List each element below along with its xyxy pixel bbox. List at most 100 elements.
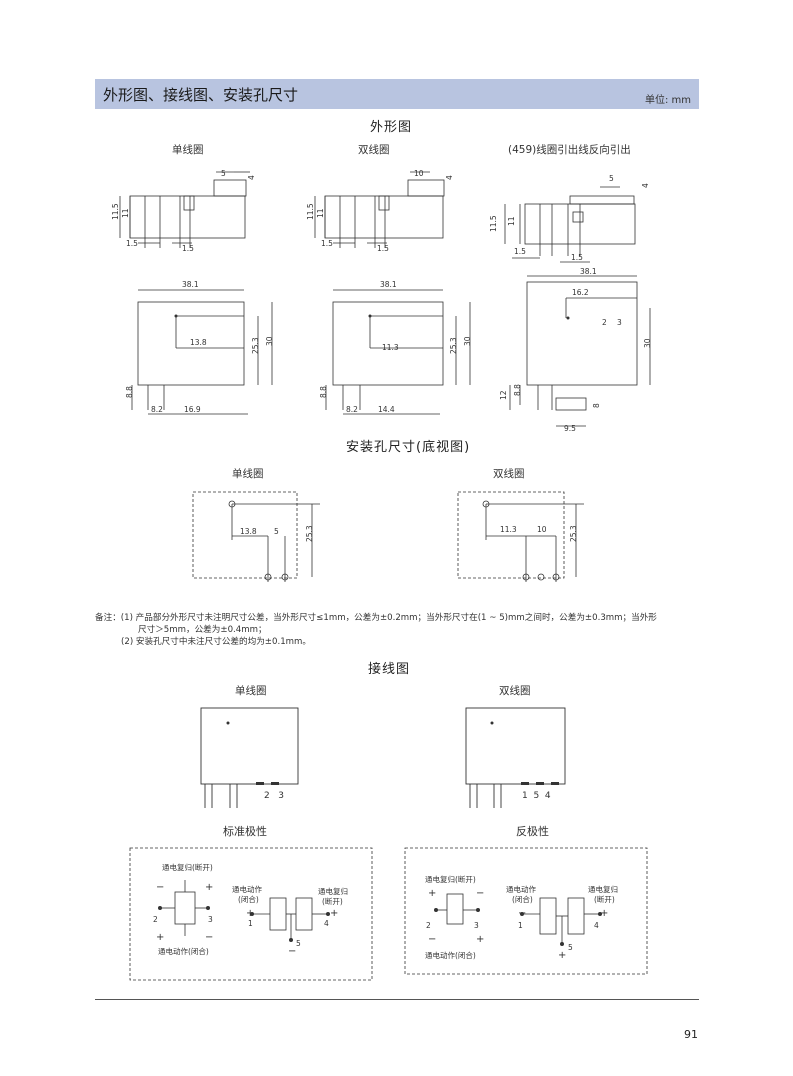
relay-double (465, 707, 566, 785)
header-title: 外形图、接线图、安装孔尺寸 (103, 86, 299, 104)
mount1-dim-h: 25.3 (305, 525, 314, 542)
front3-pin2: 2 (602, 318, 607, 327)
mount1-dim-a: 13.8 (240, 527, 257, 536)
rev-minus-bottom: − (428, 934, 436, 945)
rev-minus-act: − (518, 908, 526, 919)
rev-act2-label: (闭合) (512, 894, 533, 904)
rev-plus-5: + (558, 950, 566, 961)
outline-title: 外形图 (370, 120, 413, 135)
rev-pin4: 4 (594, 921, 599, 930)
std-rel-label: 通电复归 (318, 886, 348, 896)
side1-dim-h1: 11.5 (111, 203, 120, 220)
mount2-outline (457, 491, 565, 579)
wiring-col2-label: 双线圈 (499, 685, 531, 697)
front2-dim-h2: 30 (463, 336, 472, 346)
rev-act-label: 通电动作 (506, 884, 536, 894)
note-1b: 尺寸＞5mm，公差为±0.4mm； (138, 625, 267, 635)
side3-dim-b1: 1.5 (514, 247, 526, 256)
front2-dim-in: 11.3 (382, 343, 399, 352)
note-2: (2) 安装孔尺寸中未注尺寸公差的均为±0.1mm。 (121, 637, 312, 647)
side3-dim-b2: 1.5 (571, 253, 583, 262)
front1-dim-h1: 25.3 (251, 337, 260, 354)
mounting-title: 安装孔尺寸(底视图) (346, 440, 471, 455)
side-view-double (314, 171, 445, 248)
std-act2-label: (闭合) (238, 894, 259, 904)
relay-single-pins: 2 3 (264, 791, 284, 801)
side2-dim-b2: 1.5 (377, 244, 389, 253)
std-plus-top: + (205, 882, 213, 893)
std-plus-act: + (246, 908, 254, 919)
side2-dim-h1: 11.5 (306, 203, 315, 220)
std-pin3: 3 (208, 915, 213, 924)
rev-pin2: 2 (426, 921, 431, 930)
front-view-single (131, 289, 273, 415)
front-view-reverse (509, 275, 651, 427)
side3-dim-h2: 11 (507, 216, 516, 226)
side1-dim-top: 5 (221, 169, 226, 178)
std-pin2: 2 (153, 915, 158, 924)
rev-pin3: 3 (474, 921, 479, 930)
std-minus-top: − (156, 882, 164, 893)
rev-rel-label: 通电复归 (588, 884, 618, 894)
front3-dim-h: 30 (643, 338, 652, 348)
standard-box (129, 847, 373, 981)
relay-double-pins: 1 5 4 (522, 791, 551, 801)
outline-col2-label: 双线圈 (358, 144, 390, 156)
front3-dim-pin2: 8.8 (513, 384, 522, 396)
side3-dim-top2: 4 (641, 183, 650, 188)
std-plus-rel: + (330, 908, 338, 919)
front2-dim-b1: 8.2 (346, 405, 358, 414)
rev-pin5: 5 (568, 943, 573, 952)
front3-pin3: 3 (617, 318, 622, 327)
front3-dim-w: 38.1 (580, 267, 597, 276)
side2-dim-top: 10 (414, 169, 424, 178)
side-view-reverse (504, 186, 636, 263)
mount1-outline (192, 491, 298, 579)
outline-drawings: 5 4 11.5 11 1.5 1.5 10 4 11.5 11 1.5 1.5… (111, 169, 652, 433)
side1-dim-b1: 1.5 (126, 239, 138, 248)
std-top-label: 通电复归(断开) (162, 862, 213, 872)
mounting-drawings: 13.8 5 25.3 11.3 10 25.3 (192, 491, 584, 582)
wiring-title: 接线图 (368, 662, 411, 677)
front2-dim-pin: 8.8 (319, 386, 328, 398)
rev-plus-rel: + (600, 908, 608, 919)
outline-col1-label: 单线圈 (172, 144, 204, 156)
mount2-dim-b: 10 (537, 525, 547, 534)
reverse-box (404, 847, 648, 975)
page-number: 91 (684, 1028, 698, 1041)
std-rel2-label: (断开) (322, 896, 343, 906)
rev-pin1: 1 (518, 921, 523, 930)
polarity-standard-label: 标准极性 (223, 825, 267, 838)
footer-rule (95, 999, 699, 1000)
front1-dim-w: 38.1 (182, 280, 199, 289)
side-view-single (119, 171, 250, 248)
mounting-col1-label: 单线圈 (232, 468, 264, 480)
side1-dim-h2: 11 (121, 208, 130, 218)
front3-dim-pin3: 8 (592, 403, 601, 408)
rev-top-label: 通电复归(断开) (425, 874, 476, 884)
front1-dim-pin: 8.8 (125, 386, 134, 398)
std-plus-bottom: + (156, 932, 164, 943)
header-unit: 单位: mm (644, 95, 691, 106)
front-view-double (325, 289, 471, 415)
relay-single (200, 707, 299, 785)
mounting-col2-label: 双线圈 (493, 468, 525, 480)
polarity-diagrams: 通电复归(断开) − + 2 3 + − 通电动作(闭合) 通电动作 (闭合) … (129, 847, 648, 981)
outline-col3-label: (459)线圈引出线反向引出 (508, 144, 631, 156)
side1-dim-top2: 4 (247, 175, 256, 180)
std-bottom-label: 通电动作(闭合) (158, 946, 209, 956)
front3-dim-b: 9.5 (564, 424, 576, 433)
rev-minus-top: − (476, 888, 484, 899)
rev-rel2-label: (断开) (594, 894, 615, 904)
side2-dim-h2: 11 (316, 208, 325, 218)
std-minus-bottom: − (205, 932, 213, 943)
front1-dim-b1: 8.2 (151, 405, 163, 414)
section-header: 外形图、接线图、安装孔尺寸 单位: mm (95, 79, 699, 109)
wiring-col1-label: 单线圈 (235, 685, 267, 697)
side2-dim-top2: 4 (445, 175, 454, 180)
side2-dim-b1: 1.5 (321, 239, 333, 248)
front2-dim-w: 38.1 (380, 280, 397, 289)
std-act-label: 通电动作 (232, 884, 262, 894)
mount1-dim-b: 5 (274, 527, 279, 536)
std-minus-5: − (288, 946, 296, 957)
